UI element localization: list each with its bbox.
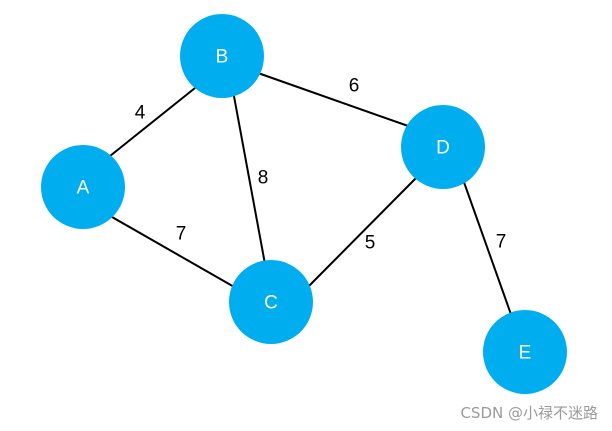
watermark: CSDN @小禄不迷路 [460,404,598,422]
node-c-circle [229,260,313,344]
node-e: E [483,310,567,394]
node-b-label: B [216,47,229,68]
node-a-label: A [77,178,90,199]
node-d-label: D [436,138,450,159]
edge-c-d [304,173,421,291]
node-a: A [41,145,125,229]
edge-c-d-weight-label: 5 [365,233,376,254]
edge-a-b [109,87,196,157]
node-b: B [180,14,264,98]
node-d: D [401,105,485,189]
node-a-circle [41,145,125,229]
edge-a-b-weight-label: 4 [135,103,146,124]
edges-layer [109,72,514,321]
edge-a-c [111,216,244,293]
node-c-label: C [264,293,278,314]
edge-b-d-weight-label: 6 [349,76,360,97]
node-d-circle [401,105,485,189]
edge-d-e [459,170,514,321]
node-c: C [229,260,313,344]
edge-b-c-weight-label: 8 [258,168,269,189]
weights-layer: 4 7 8 6 5 7 [135,76,507,254]
node-b-circle [180,14,264,98]
node-e-circle [483,310,567,394]
edge-a-c-weight-label: 7 [176,224,187,245]
edge-b-c [230,79,266,265]
edge-b-d [257,72,412,128]
node-e-label: E [519,343,532,364]
nodes-layer: A B C D E [41,14,567,394]
edge-d-e-weight-label: 7 [496,232,507,253]
